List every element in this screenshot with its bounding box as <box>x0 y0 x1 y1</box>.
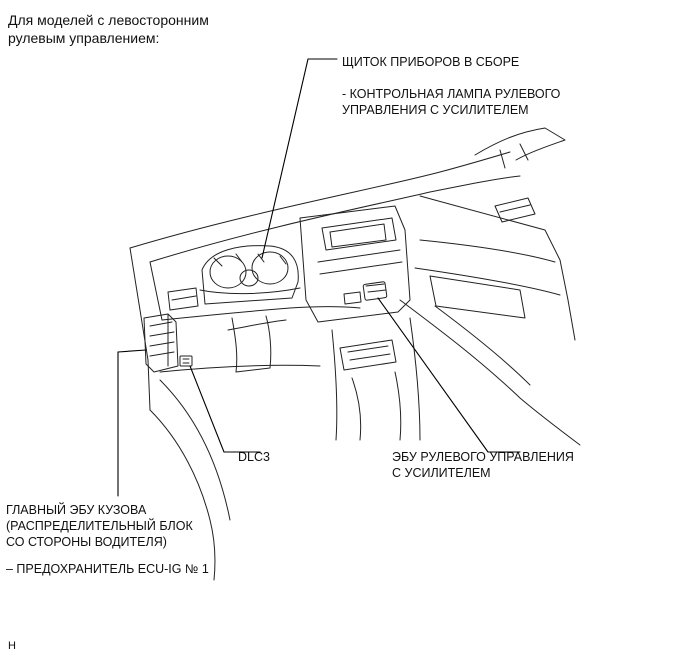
diagram-heading: Для моделей с левосторонним рулевым упра… <box>8 12 209 46</box>
dashboard-right-face <box>419 195 576 341</box>
dlc3-connector <box>179 355 193 367</box>
leader-eps-ecu <box>377 297 521 453</box>
corner-mark: H <box>8 640 16 652</box>
steering-column <box>231 315 272 373</box>
left-air-vent <box>167 287 199 311</box>
label-eps-ecu: ЭБУ РУЛЕВОГО УПРАВЛЕНИЯ С УСИЛИТЕЛЕМ <box>392 450 574 480</box>
label-fuse: – ПРЕДОХРАНИТЕЛЬ ECU-IG № 1 <box>6 562 209 576</box>
glove-box <box>429 275 526 319</box>
right-a-pillar <box>474 127 566 161</box>
dashboard-top-edge <box>129 151 511 249</box>
main-body-ecu <box>143 313 179 373</box>
label-instrument-cluster: ЩИТОК ПРИБОРОВ В СБОРЕ <box>342 55 520 69</box>
label-dlc3: DLC3 <box>238 450 270 464</box>
eps-ecu-box <box>362 281 388 301</box>
instrument-cluster <box>201 245 299 305</box>
label-main-body-ecu: ГЛАВНЫЙ ЭБУ КУЗОВА (РАСПРЕДЕЛИТЕЛЬНЫЙ БЛ… <box>6 503 193 549</box>
right-air-vent <box>494 197 536 223</box>
center-display <box>321 217 397 251</box>
label-warning-lamp: - КОНТРОЛЬНАЯ ЛАМПА РУЛЕВОГО УПРАВЛЕНИЯ … <box>342 87 561 117</box>
leader-dlc3 <box>189 365 261 453</box>
center-console <box>299 205 411 323</box>
leader-instrument-cluster <box>261 58 338 259</box>
